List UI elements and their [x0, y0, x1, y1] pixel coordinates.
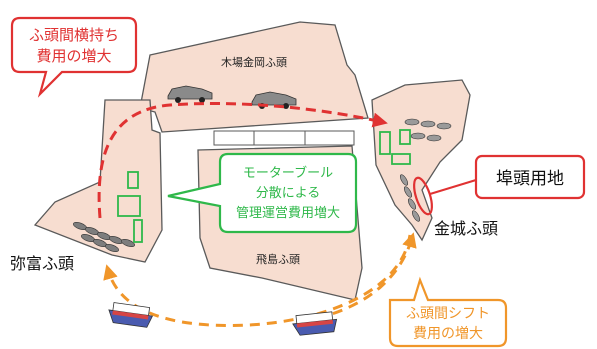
ship-icon	[108, 302, 154, 328]
motor-pool-markers	[117, 129, 411, 243]
callout-motor-pool: モーターブール 分散による 管理運営費用増大	[167, 152, 358, 234]
callout-wharf-transfer-line2: 費用の増大	[36, 47, 111, 65]
callout-motor-pool-line2: 分散による	[256, 186, 321, 201]
kiba-wharf-land	[139, 21, 369, 133]
callout-wharf-land: 埠頭用地	[413, 154, 586, 216]
callout-motor-pool-line3: 管理運営費用増大	[236, 206, 340, 221]
car-icon	[167, 85, 213, 103]
callout-wharf-transfer: ふ頭間横持ち 費用の増大	[10, 16, 138, 98]
bridge	[213, 130, 355, 146]
callout-wharf-transfer-line1: ふ頭間横持ち	[29, 26, 119, 44]
terminal-label-yatomi: 弥富ふ頭	[10, 254, 74, 273]
yatomi-wharf-land	[33, 99, 163, 263]
callout-wharf-shift: ふ頭間シフト 費用の増大	[388, 276, 508, 348]
callout-motor-pool-line1: モーターブール	[243, 165, 333, 181]
terminal-label-kiba: 木場金岡ふ頭	[221, 55, 287, 69]
ship-icon	[292, 311, 338, 336]
parked-cars	[73, 85, 452, 252]
motor-pool-marker	[133, 219, 143, 243]
car-cluster	[73, 222, 135, 252]
wharf-shift-arrow	[103, 234, 412, 328]
wharf-shift-arrow	[299, 232, 417, 324]
terminal-label-kinjo: 金城ふ頭	[434, 219, 498, 238]
wharf-land-leader	[429, 179, 477, 195]
motor-pool-marker	[379, 131, 391, 155]
callout-wharf-land-text: 埠頭用地	[496, 169, 564, 189]
callout-wharf-shift-line1: ふ頭間シフト	[406, 306, 490, 322]
motor-pool-marker	[391, 153, 411, 165]
callout-wharf-shift-line2: 費用の増大	[413, 326, 483, 342]
motor-pool-marker	[399, 129, 411, 145]
car-cluster	[400, 118, 452, 222]
kinjo-wharf-land	[371, 79, 471, 242]
motor-pool-marker	[117, 195, 141, 217]
wharf-transfer-arrow	[97, 102, 388, 219]
terminal-label-tobishima: 飛島ふ頭	[256, 252, 300, 266]
wharf-land-highlight	[413, 176, 433, 216]
motor-pool-marker	[127, 171, 139, 189]
